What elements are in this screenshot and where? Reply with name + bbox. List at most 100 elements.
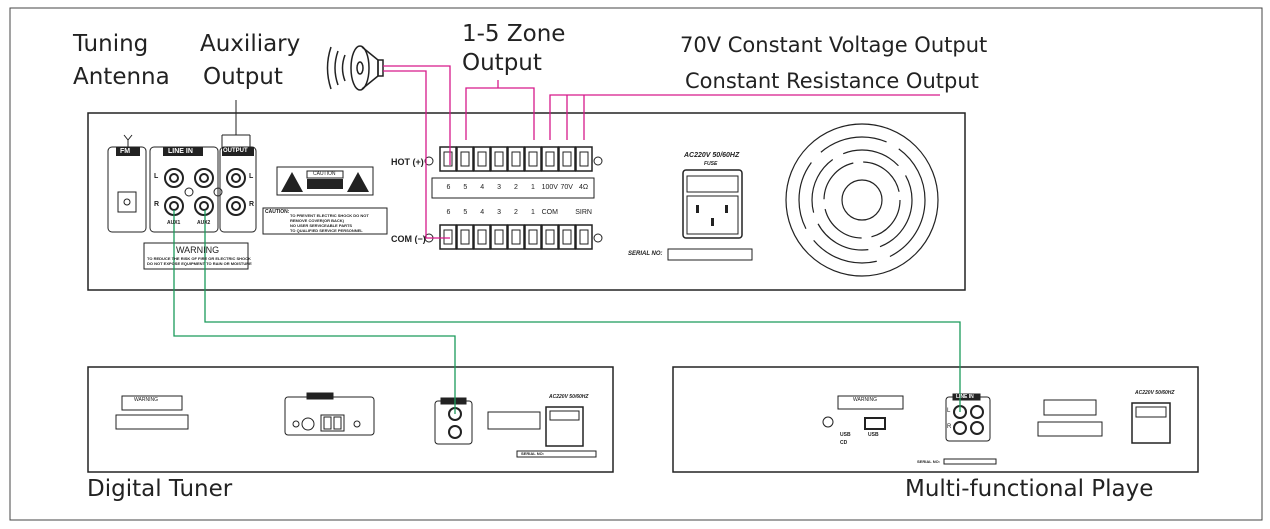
screw-terminal xyxy=(439,224,457,250)
terminal-label: 6 xyxy=(446,209,451,216)
digital-tuner-panel xyxy=(87,366,614,473)
zone-output-label-2: Output xyxy=(462,50,542,76)
caution-text: CAUTION: xyxy=(265,209,290,215)
usb-label: USB xyxy=(868,432,879,438)
terminal-screw xyxy=(562,229,572,245)
terminal-label: 100V xyxy=(541,184,558,191)
terminal-screw xyxy=(443,151,453,167)
terminal-screw xyxy=(443,229,453,245)
terminal-screw xyxy=(511,151,521,167)
screw-terminal xyxy=(456,146,474,172)
terminal-screw xyxy=(579,151,589,167)
terminal-label: 3 xyxy=(497,209,502,216)
caution-label: CAUTION xyxy=(313,171,336,177)
screw-terminal xyxy=(507,146,525,172)
terminal-screw xyxy=(528,151,538,167)
outer-frame xyxy=(9,7,1263,521)
warning-label: WARNING xyxy=(176,245,220,255)
screw-terminal xyxy=(541,146,559,172)
terminal-label: 2 xyxy=(514,184,518,191)
terminal-screw xyxy=(579,229,589,245)
player-line-in-label: LINE IN xyxy=(956,394,974,400)
terminal-label: 4 xyxy=(480,184,485,191)
terminal-label: 4Ω xyxy=(579,184,589,191)
screw-terminal xyxy=(490,224,508,250)
terminal-label: 5 xyxy=(463,184,468,191)
multi-functional-player-panel xyxy=(672,366,1199,473)
player-serial-label: SERIAL NO: xyxy=(917,459,941,464)
player-power-label: AC220V 50/60HZ xyxy=(1135,390,1175,396)
screw-terminal xyxy=(439,146,457,172)
caution-sticker xyxy=(276,166,374,196)
speaker-terminals xyxy=(439,146,593,250)
screw-terminal xyxy=(456,224,474,250)
screw-terminal xyxy=(558,146,576,172)
terminal-screw xyxy=(494,229,504,245)
caution-line: TO PREVENT ELECTRIC SHOCK DO NOT xyxy=(290,213,369,218)
terminal-label: 6 xyxy=(446,184,451,191)
terminal-screw xyxy=(477,229,487,245)
power-label: AC220V 50/60HZ xyxy=(684,152,740,159)
rca-jacks xyxy=(164,168,246,216)
terminal-screw xyxy=(528,229,538,245)
screw-terminal xyxy=(524,224,542,250)
output-label: OUTPUT xyxy=(223,148,248,154)
com-label: COM (−) xyxy=(391,234,426,244)
caution-line: NO USER SERVICEABLE PARTS xyxy=(290,223,353,228)
fan-grille xyxy=(785,123,939,277)
constant-voltage-label: 70V Constant Voltage Output xyxy=(680,33,988,57)
screw-terminal xyxy=(558,224,576,250)
tuner-warning-label: WARNING xyxy=(134,397,158,403)
zone-output-label: 1-5 Zone xyxy=(462,21,566,47)
terminal-label: COM xyxy=(541,209,558,216)
terminal-screw xyxy=(460,151,470,167)
terminal-label: 70V xyxy=(560,184,573,191)
tuning-antenna-label-2: Antenna xyxy=(73,64,170,90)
fuse-label: FUSE xyxy=(704,161,718,167)
terminal-screw xyxy=(562,151,572,167)
constant-resistance-label: Constant Resistance Output xyxy=(685,69,979,93)
hot-label: HOT (+) xyxy=(391,157,424,167)
tuner-power-label: AC220V 50/60HZ xyxy=(549,394,589,400)
multi-player-label: Multi-functional Playe xyxy=(905,476,1154,502)
auxiliary-output-label: Auxiliary xyxy=(200,31,301,57)
amplifier-rear-panel xyxy=(87,100,966,291)
aux1-label: AUX1 xyxy=(167,220,181,226)
terminal-label: 4 xyxy=(480,209,485,216)
player-r-label: R xyxy=(947,424,952,430)
terminal-screw xyxy=(460,229,470,245)
warning-line: DO NOT EXPOSE EQUIPMENT TO RAIN OR MOIST… xyxy=(147,261,252,266)
screw-terminal xyxy=(507,224,525,250)
line-in-label: LINE IN xyxy=(168,148,193,155)
player-warning-label: WARNING xyxy=(853,397,877,403)
warning-sticker xyxy=(143,242,249,270)
caution-line: REMOVE COVER(OR BACK) xyxy=(290,218,345,223)
player-l-label: L xyxy=(947,408,951,414)
screw-terminal xyxy=(473,146,491,172)
r-label: R xyxy=(154,201,160,208)
terminal-screw xyxy=(545,229,555,245)
speaker-icon xyxy=(326,45,384,91)
out-l-label: L xyxy=(249,173,254,180)
screw-terminal xyxy=(575,224,593,250)
cd-mode-label: CD xyxy=(840,440,848,446)
terminal-screw xyxy=(477,151,487,167)
auxiliary-output-label-2: Output xyxy=(203,64,283,90)
terminal-label: 3 xyxy=(497,184,502,191)
fm-label: FM xyxy=(120,148,131,155)
tuning-antenna-label: Tuning xyxy=(73,31,149,57)
screw-terminal xyxy=(473,224,491,250)
out-r-label: R xyxy=(249,201,255,208)
terminal-label: 1 xyxy=(530,184,535,191)
aux2-label: AUX2 xyxy=(197,220,211,226)
speaker-wires xyxy=(383,65,940,239)
l-label: L xyxy=(154,173,159,180)
caution-line: TO QUALIFIED SERVICE PERSONNEL xyxy=(290,228,363,233)
terminal-label: 1 xyxy=(530,209,535,216)
power-socket xyxy=(682,169,743,239)
terminal-screw xyxy=(545,151,555,167)
antenna-icon xyxy=(123,134,133,141)
screw-terminal xyxy=(541,224,559,250)
